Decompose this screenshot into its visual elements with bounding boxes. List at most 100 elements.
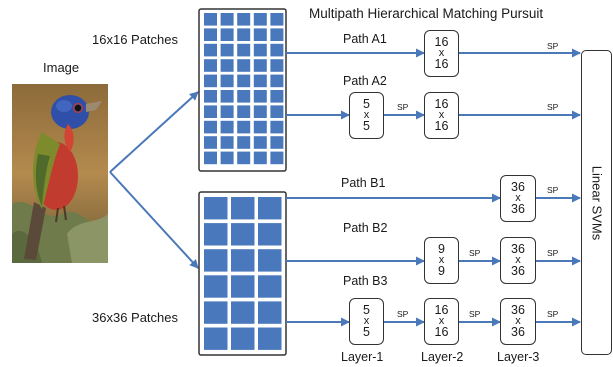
small-patch-cell (253, 136, 267, 149)
small-patch-cell (204, 59, 217, 72)
bird-image (12, 84, 108, 263)
small-patch-cell (270, 28, 284, 41)
sp-label-b3-mid2: SP (469, 309, 481, 319)
large-patch-cell (231, 249, 255, 272)
large-patch-cell (231, 327, 255, 350)
small-patch-cell (270, 59, 284, 72)
small-patch-cell (204, 43, 217, 57)
small-patches-cells (204, 13, 284, 165)
diagram-title: Multipath Hierarchical Matching Pursuit (309, 6, 544, 21)
linear-svm-box: Linear SVMs (581, 50, 612, 355)
large-patch-cell (258, 275, 282, 298)
small-patch-cell (237, 136, 251, 149)
small-patch-cell (220, 90, 234, 103)
sp-label-a2-mid: SP (397, 102, 409, 112)
small-patch-cell (220, 43, 234, 57)
small-patch-cell (253, 105, 267, 118)
small-patch-cell (220, 59, 234, 72)
path-b2-label: Path B2 (343, 221, 388, 235)
path-b3-label: Path B3 (343, 274, 388, 288)
small-patch-cell (270, 105, 284, 118)
sp-label-b2-out: SP (547, 248, 559, 258)
small-patch-cell (220, 105, 234, 118)
small-patch-cell (253, 74, 267, 88)
layer-1-label: Layer-1 (341, 350, 384, 364)
small-patch-cell (270, 74, 284, 88)
small-patch-cell (204, 151, 217, 165)
small-patch-cell (204, 74, 217, 88)
layer-2-label: Layer-2 (421, 350, 464, 364)
path-b1-label: Path B1 (341, 176, 386, 190)
large-patch-cell (258, 223, 282, 246)
large-patches-label: 36x36 Patches (92, 310, 179, 325)
small-patch-cell (204, 13, 217, 26)
sp-label-a1-out: SP (547, 41, 559, 51)
small-patches-label: 16x16 Patches (92, 32, 179, 47)
large-patch-cell (204, 197, 228, 220)
small-patch-cell (270, 43, 284, 57)
large-patch-cell (258, 197, 282, 220)
large-patch-cell (231, 275, 255, 298)
sp-label-b3-mid1: SP (397, 309, 409, 319)
small-patch-cell (270, 136, 284, 149)
small-patch-cell (253, 43, 267, 57)
linear-svm-label: Linear SVMs (589, 165, 604, 240)
small-patch-cell (253, 59, 267, 72)
image-label: Image (43, 60, 80, 75)
small-patch-cell (253, 151, 267, 165)
small-patch-cell (204, 105, 217, 118)
arrow-image-to-small-patches (109, 91, 199, 173)
large-patch-cell (204, 301, 228, 324)
sp-label-b3-out: SP (547, 309, 559, 319)
large-patch-cell (258, 249, 282, 272)
large-patch-cell (231, 223, 255, 246)
large-patch-cell (204, 249, 228, 272)
small-patch-cell (237, 151, 251, 165)
sp-label-b2-mid: SP (469, 248, 481, 258)
small-patch-cell (220, 28, 234, 41)
small-patch-cell (237, 105, 251, 118)
layer-3-label: Layer-3 (497, 350, 540, 364)
small-patch-cell (253, 90, 267, 103)
small-patch-cell (204, 136, 217, 149)
sp-label-a2-out: SP (547, 102, 559, 112)
large-patch-cell (258, 327, 282, 350)
small-patch-cell (253, 13, 267, 26)
small-patch-cell (220, 151, 234, 165)
small-patch-cell (270, 90, 284, 103)
large-patch-cell (204, 327, 228, 350)
arrow-image-to-large-patches (109, 171, 199, 269)
small-patch-cell (237, 43, 251, 57)
path-a2-label: Path A2 (343, 74, 387, 88)
sp-label-b1-out: SP (547, 185, 559, 195)
small-patch-cell (237, 59, 251, 72)
large-patch-cell (204, 275, 228, 298)
small-patch-cell (220, 74, 234, 88)
path-a1-label: Path A1 (343, 32, 387, 46)
small-patch-cell (220, 13, 234, 26)
large-patch-cell (204, 223, 228, 246)
small-patch-cell (220, 120, 234, 134)
small-patch-cell (270, 151, 284, 165)
small-patch-cell (204, 28, 217, 41)
small-patch-cell (237, 13, 251, 26)
small-patch-cell (270, 120, 284, 134)
small-patch-cell (204, 90, 217, 103)
large-patch-cell (231, 301, 255, 324)
small-patch-cell (253, 120, 267, 134)
large-patch-cell (231, 197, 255, 220)
small-patch-cell (237, 90, 251, 103)
small-patch-cell (220, 136, 234, 149)
small-patch-cell (253, 28, 267, 41)
small-patch-cell (237, 74, 251, 88)
